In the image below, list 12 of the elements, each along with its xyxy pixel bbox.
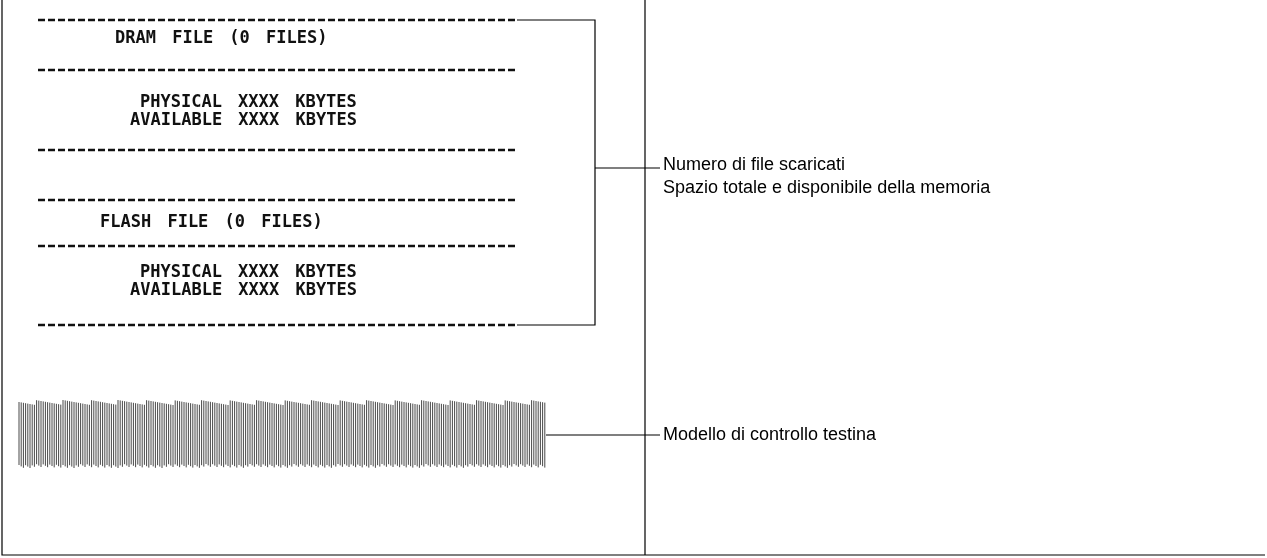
test-pattern (18, 398, 546, 470)
annotation-text: Modello di controllo testina (663, 424, 877, 445)
leader-line (545, 434, 661, 436)
annotation-text: Numero di file scaricati (663, 154, 846, 175)
printout-text: PHYSICAL XXXX KBYTES (140, 262, 357, 281)
printout-text: AVAILABLE XXXX KBYTES (130, 110, 357, 129)
printout-text: DRAM FILE (0 FILES) (115, 28, 328, 47)
printout-text: FLASH FILE (0 FILES) (100, 212, 323, 231)
printout-text: PHYSICAL XXXX KBYTES (140, 92, 357, 111)
printout-text: AVAILABLE XXXX KBYTES (130, 280, 357, 299)
annotation-text: Spazio totale e disponibile della memoria (663, 177, 991, 198)
leader-line (516, 19, 661, 326)
